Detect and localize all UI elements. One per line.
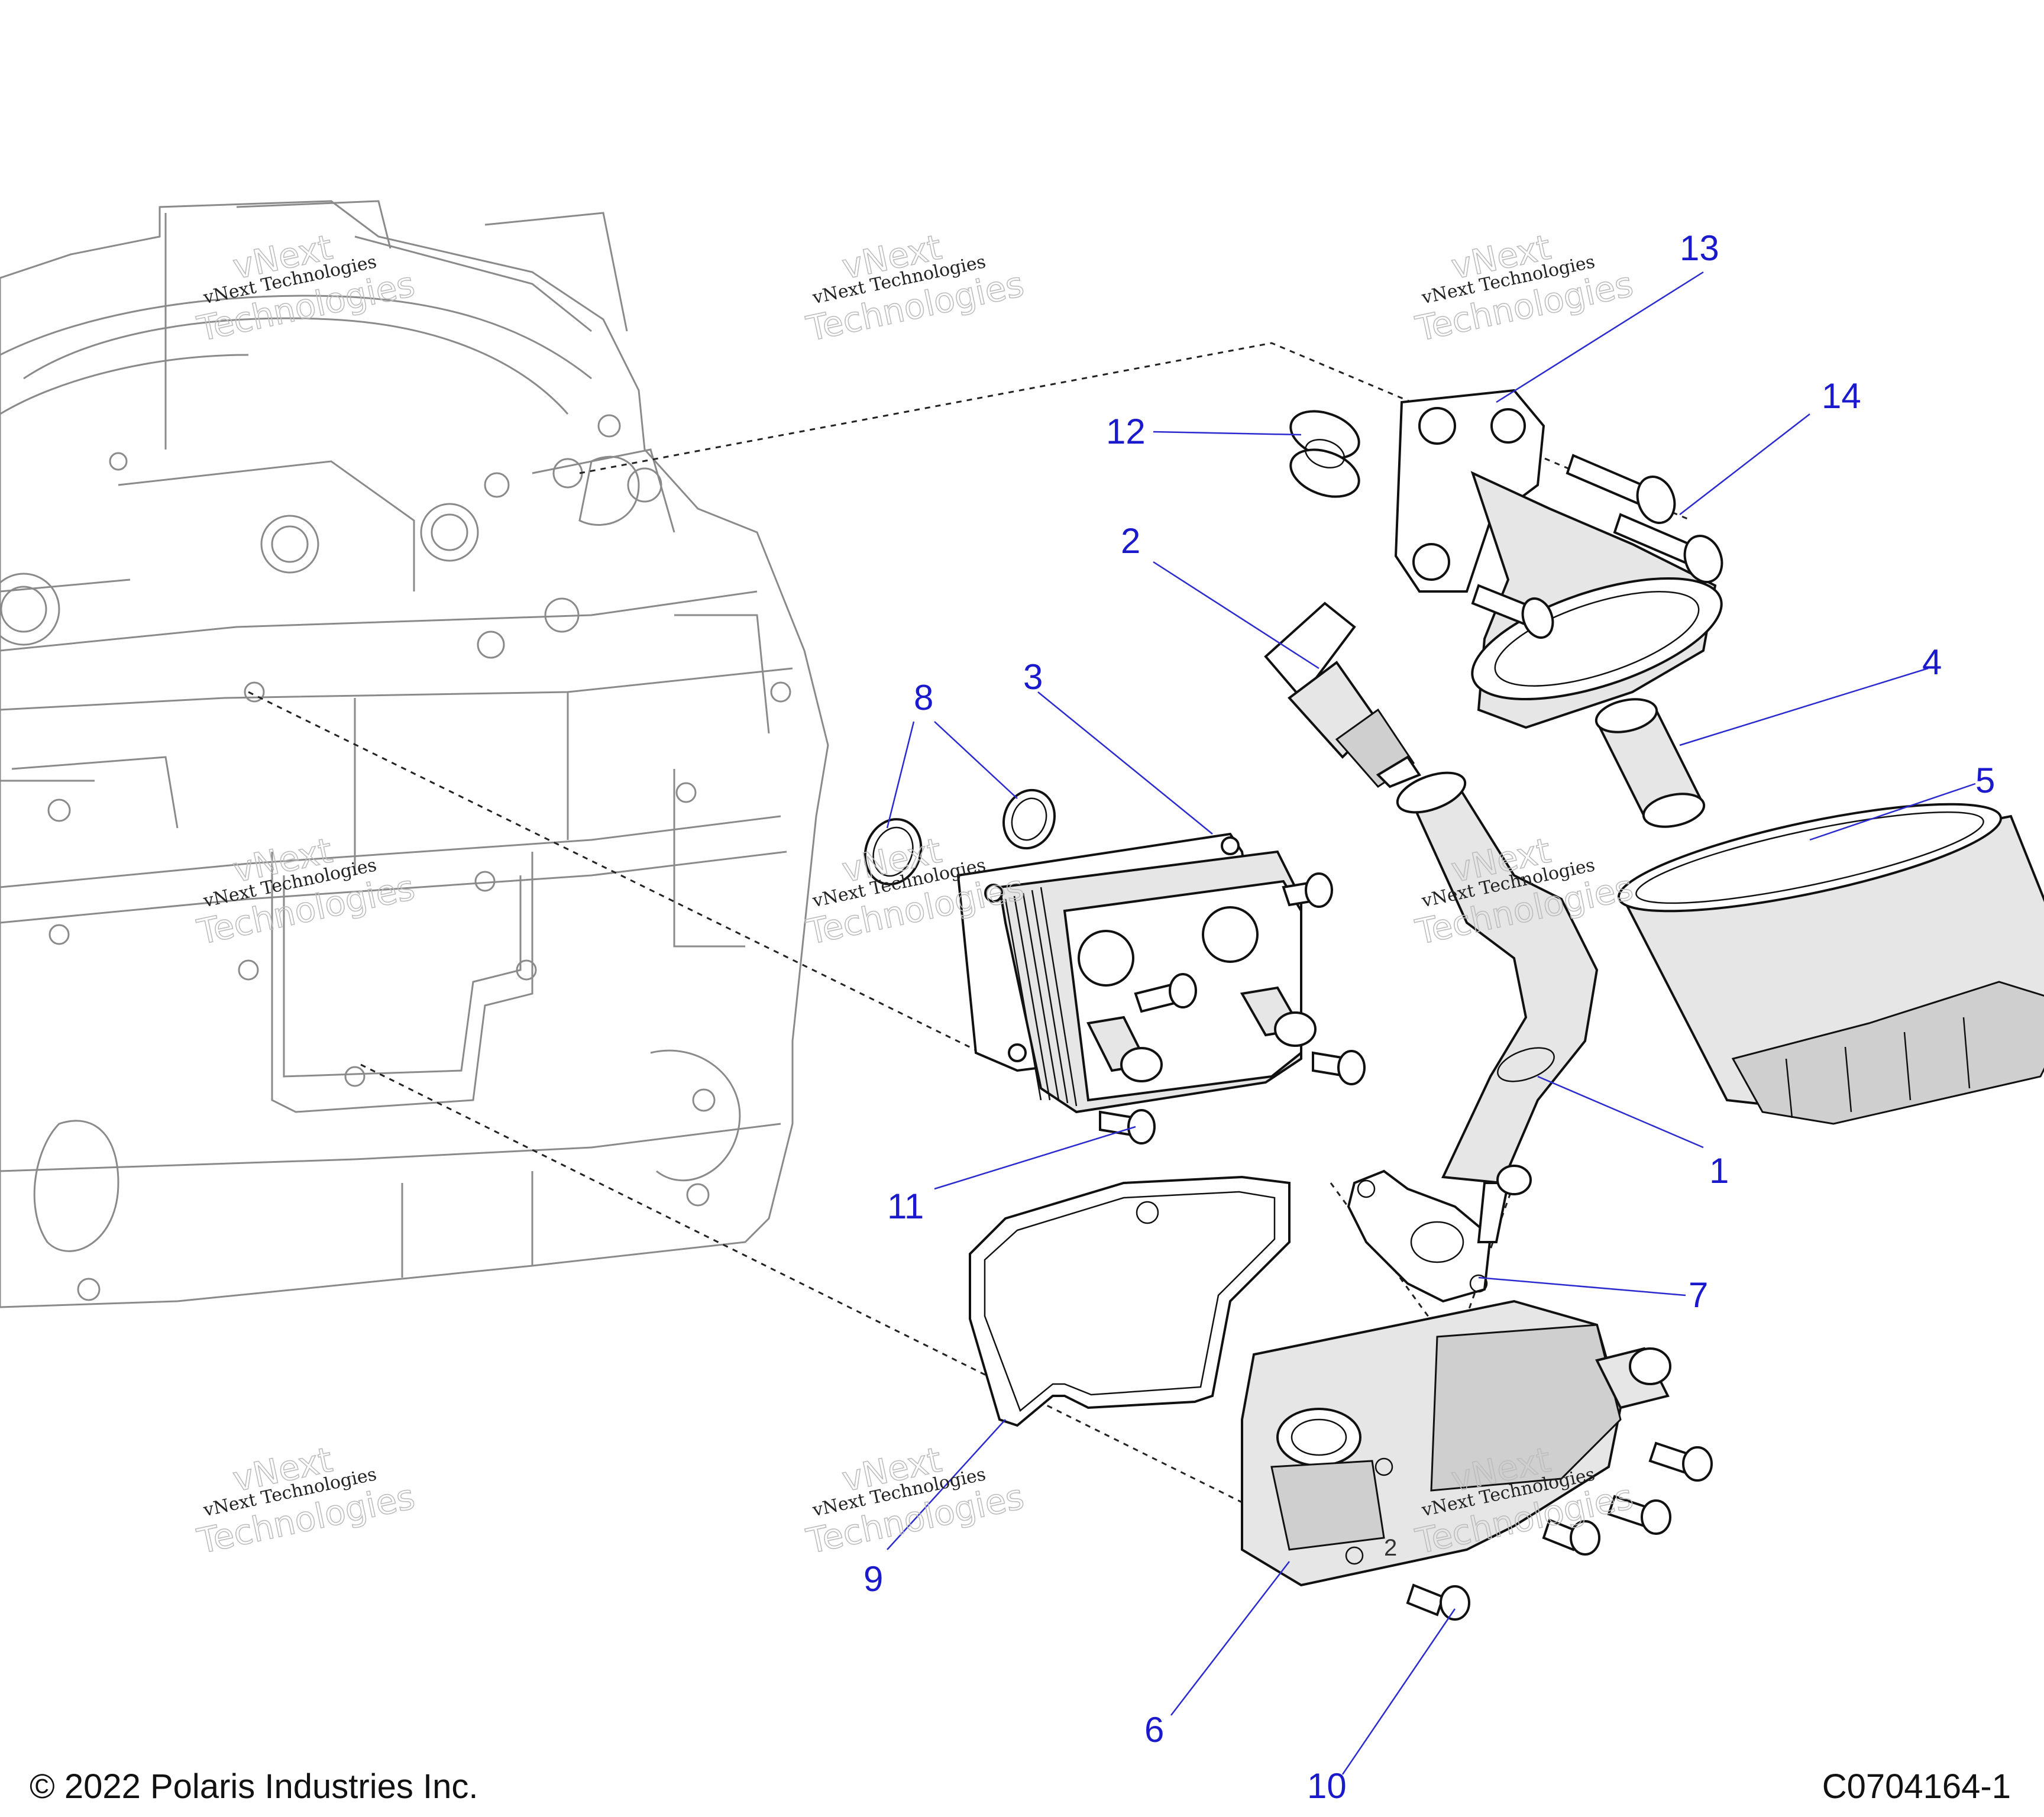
- cooler-bolt[interactable]: [1282, 872, 1333, 908]
- cover-bolt[interactable]: [1406, 1583, 1470, 1621]
- callout-2[interactable]: 2: [1121, 521, 1140, 561]
- svg-text:2: 2: [1384, 1535, 1397, 1561]
- callout-8[interactable]: 8: [914, 678, 933, 717]
- callout-9[interactable]: 9: [863, 1559, 883, 1599]
- callout-6[interactable]: 6: [1144, 1710, 1164, 1750]
- watermark: vNext vNext Technologies Technologies: [803, 1439, 1028, 1562]
- callout-10[interactable]: 10: [1307, 1766, 1347, 1806]
- figure-id: C0704164-1: [1822, 1767, 2011, 1806]
- callout-1[interactable]: 1: [1709, 1151, 1729, 1191]
- cover-bolt[interactable]: [1607, 1495, 1671, 1535]
- callout-7[interactable]: 7: [1689, 1275, 1708, 1315]
- o-ring[interactable]: [856, 811, 930, 893]
- oil-pressure-sensor[interactable]: [1264, 602, 1422, 788]
- cooler-bolt[interactable]: [1312, 1050, 1366, 1085]
- copyright-text: © 2022 Polaris Industries Inc.: [30, 1767, 478, 1806]
- callout-14[interactable]: 14: [1822, 376, 1861, 416]
- oil-filter-housing[interactable]: [1394, 389, 1735, 729]
- watermark: vNext vNext Technologies Technologies: [1412, 227, 1637, 350]
- cooler-mount-bolt[interactable]: [1099, 1109, 1156, 1144]
- oil-pickup-tube[interactable]: [1392, 765, 1599, 1185]
- watermark: vNext vNext Technologies Technologies: [803, 227, 1028, 350]
- callout-3[interactable]: 3: [1023, 657, 1043, 697]
- housing-bolt[interactable]: [1566, 454, 1681, 528]
- cooler-bolt[interactable]: [1134, 973, 1197, 1013]
- housing-bolt[interactable]: [1613, 513, 1728, 587]
- watermark: vNext vNext Technologies Technologies: [193, 1439, 419, 1562]
- oil-cooler[interactable]: [956, 832, 1317, 1114]
- callout-13[interactable]: 13: [1680, 228, 1719, 268]
- callout-12[interactable]: 12: [1106, 412, 1146, 451]
- callout-4[interactable]: 4: [1922, 642, 1942, 682]
- cover-bolt[interactable]: [1648, 1441, 1713, 1482]
- callout-11[interactable]: 11: [887, 1186, 924, 1226]
- leader-lines: [886, 271, 1976, 1775]
- callout-5[interactable]: 5: [1975, 761, 1995, 800]
- housing-bolt[interactable]: [1471, 584, 1558, 642]
- cover-bolt[interactable]: [1542, 1518, 1600, 1556]
- gasket-bolt[interactable]: [1477, 1165, 1532, 1243]
- o-ring-figure8[interactable]: [1284, 403, 1365, 506]
- filter-spacer[interactable]: [1593, 694, 1707, 832]
- oil-filter[interactable]: [1612, 783, 2044, 1125]
- oil-pan-cover[interactable]: 2: [1241, 1299, 1671, 1587]
- engine-crankcase: [0, 200, 829, 1308]
- pickup-gasket[interactable]: [1347, 1169, 1492, 1303]
- oil-pan-gasket[interactable]: [969, 1175, 1291, 1427]
- callout-labels: 13 14 12 2 4 5 3 8 1 7 11 9 6 10: [863, 228, 1995, 1806]
- o-ring[interactable]: [995, 783, 1062, 856]
